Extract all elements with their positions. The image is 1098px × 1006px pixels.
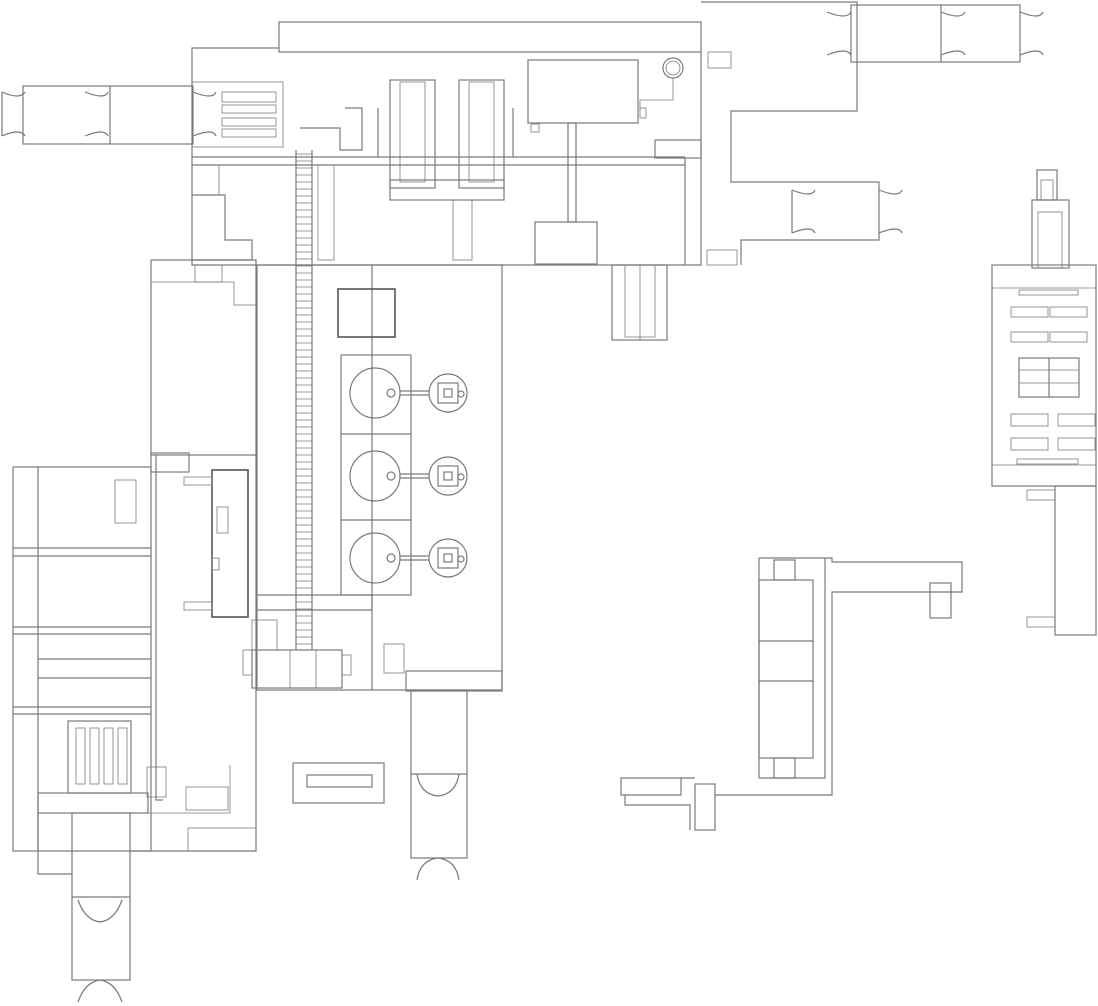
door-icon: [878, 189, 903, 234]
door-icon: [791, 189, 816, 234]
door-icon: [940, 11, 966, 56]
left-corridor: [1, 85, 217, 145]
far-right-building: [991, 169, 1097, 636]
door-icon: [826, 11, 852, 56]
door-icon: [84, 91, 109, 137]
storage-tanks: [389, 79, 505, 201]
circular-unit: [349, 450, 468, 502]
door-icon: [416, 857, 460, 881]
equipment-box: [527, 57, 684, 265]
top-main-block: [191, 21, 702, 266]
door-icon: [1019, 11, 1044, 56]
bottom-middle: [292, 689, 468, 881]
circular-unit: [349, 367, 468, 419]
circular-unit: [349, 532, 468, 584]
door-icon: [416, 773, 460, 797]
door-icon: [77, 979, 123, 1003]
right-structure: [620, 557, 963, 831]
left-building: [12, 259, 257, 1003]
top-right-wing: [611, 1, 1044, 341]
door-icon: [192, 91, 217, 137]
door-icon: [77, 899, 123, 923]
door-icon: [1, 91, 26, 137]
central-block: [242, 264, 503, 692]
ladder: [295, 150, 313, 650]
